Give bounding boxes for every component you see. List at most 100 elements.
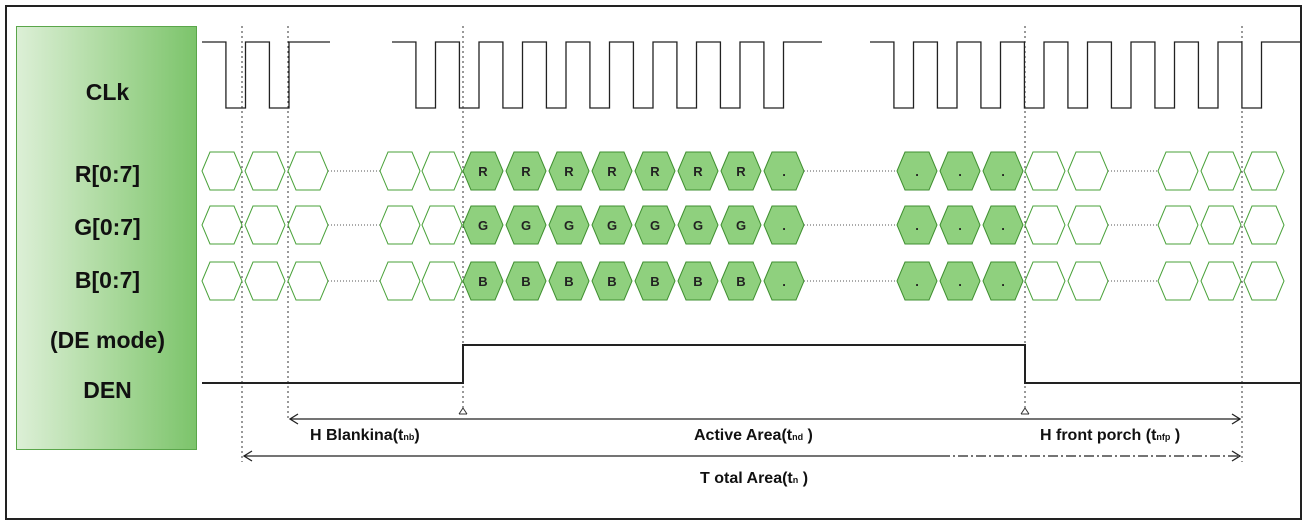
bus-cell-label: B xyxy=(564,274,573,289)
bus-cell-label: . xyxy=(782,164,786,179)
active-end-marker xyxy=(1020,407,1030,415)
den-label: DEN xyxy=(83,377,132,403)
bus-cell-label: G xyxy=(650,218,660,233)
bus-cell-label: . xyxy=(915,274,919,289)
total-area-annotation: T otal Area(tn ) xyxy=(700,470,808,488)
bus-data-cell xyxy=(982,151,1024,191)
bus-idle-cell xyxy=(1024,261,1066,301)
bus-cell-label: . xyxy=(958,164,962,179)
bus-data-cell xyxy=(548,205,590,245)
bus-data-cell xyxy=(720,151,762,191)
bus-idle-cell xyxy=(1243,205,1285,245)
total-area-subscript: n xyxy=(792,475,799,485)
total-area-text: T otal Area(t xyxy=(700,470,793,487)
bus-idle-cell xyxy=(1200,261,1242,301)
bus-data-cell xyxy=(462,261,504,301)
bus-cell-label: G xyxy=(736,218,746,233)
bus-idle-cell xyxy=(287,151,329,191)
bus-cell-label: . xyxy=(958,218,962,233)
horizontal-period-arrow xyxy=(288,413,1242,425)
bus-cell-label: . xyxy=(782,274,786,289)
bus-data-cell xyxy=(591,151,633,191)
bus-data-cell xyxy=(982,205,1024,245)
bus-idle-cell xyxy=(379,205,421,245)
bus-cell-label: G xyxy=(693,218,703,233)
de-mode-label: (DE mode) xyxy=(50,327,165,353)
bus-cell-label: . xyxy=(1001,164,1005,179)
bus-idle-cell xyxy=(244,151,286,191)
bus-data-cell xyxy=(939,205,981,245)
bus-cell-label: R xyxy=(736,164,746,179)
active-area-text: Active Area(t xyxy=(694,427,793,444)
bus-idle-cell xyxy=(379,261,421,301)
bus-cell-label: B xyxy=(736,274,745,289)
bus-data-cell xyxy=(634,205,676,245)
r-bus-waveform: R R R R R R R.... xyxy=(201,151,1285,191)
bus-data-cell xyxy=(677,151,719,191)
bus-idle-cell xyxy=(1157,151,1199,191)
h-blanking-subscript: nb xyxy=(403,432,415,442)
bus-idle-cell xyxy=(1024,205,1066,245)
bus-data-cell xyxy=(896,205,938,245)
bus-idle-cell xyxy=(421,205,463,245)
bus-cell-label: G xyxy=(607,218,617,233)
bus-idle-cell xyxy=(1157,205,1199,245)
bus-cell-label: B xyxy=(607,274,616,289)
bus-data-cell xyxy=(677,205,719,245)
bus-data-cell xyxy=(896,151,938,191)
bus-idle-cell xyxy=(244,261,286,301)
den-waveform xyxy=(202,344,1300,384)
bus-data-cell xyxy=(505,151,547,191)
bus-idle-cell xyxy=(1067,151,1109,191)
bus-cell-label: . xyxy=(782,218,786,233)
total-area-close: ) xyxy=(798,470,809,487)
bus-idle-cell xyxy=(201,151,243,191)
total-period-arrow xyxy=(242,450,1242,462)
bus-cell-label: R xyxy=(650,164,660,179)
bus-data-cell xyxy=(634,261,676,301)
bus-idle-cell xyxy=(1067,205,1109,245)
bus-cell-label: G xyxy=(521,218,531,233)
h-blanking-close: ) xyxy=(414,427,420,444)
bus-cell-label: . xyxy=(1001,274,1005,289)
bus-idle-cell xyxy=(287,261,329,301)
bus-cell-label: R xyxy=(564,164,574,179)
bus-cell-label: R xyxy=(521,164,531,179)
bus-cell-label: B xyxy=(478,274,487,289)
bus-data-cell xyxy=(720,261,762,301)
bus-cell-label: R xyxy=(693,164,703,179)
bus-data-cell xyxy=(462,151,504,191)
h-front-porch-close: ) xyxy=(1170,427,1181,444)
bus-cell-label: . xyxy=(915,164,919,179)
bus-cell-label: G xyxy=(478,218,488,233)
bus-idle-cell xyxy=(201,205,243,245)
bus-idle-cell xyxy=(421,151,463,191)
r-bus-label: R[0:7] xyxy=(74,161,141,187)
bus-data-cell xyxy=(505,261,547,301)
bus-data-cell xyxy=(720,205,762,245)
edge-markers xyxy=(458,407,1030,415)
active-area-subscript: nd xyxy=(792,432,804,442)
bus-data-cell xyxy=(896,261,938,301)
bus-data-cell xyxy=(677,261,719,301)
h-front-porch-annotation: H front porch (tnfp ) xyxy=(1040,427,1180,445)
bus-idle-cell xyxy=(244,205,286,245)
h-front-porch-subscript: nfp xyxy=(1156,432,1171,442)
active-area-close: ) xyxy=(803,427,813,444)
clk-label: CLk xyxy=(85,79,130,105)
bus-data-cell xyxy=(548,261,590,301)
bus-data-cell xyxy=(591,261,633,301)
bus-idle-cell xyxy=(1200,151,1242,191)
bus-idle-cell xyxy=(421,261,463,301)
bus-data-cell xyxy=(634,151,676,191)
bus-cell-label: G xyxy=(564,218,574,233)
active-start-marker xyxy=(458,407,468,415)
h-blanking-text: H Blankina(t xyxy=(310,427,404,444)
bus-cell-label: R xyxy=(478,164,488,179)
bus-cell-label: R xyxy=(607,164,617,179)
bus-data-cell xyxy=(939,261,981,301)
bus-cell-label: B xyxy=(521,274,530,289)
